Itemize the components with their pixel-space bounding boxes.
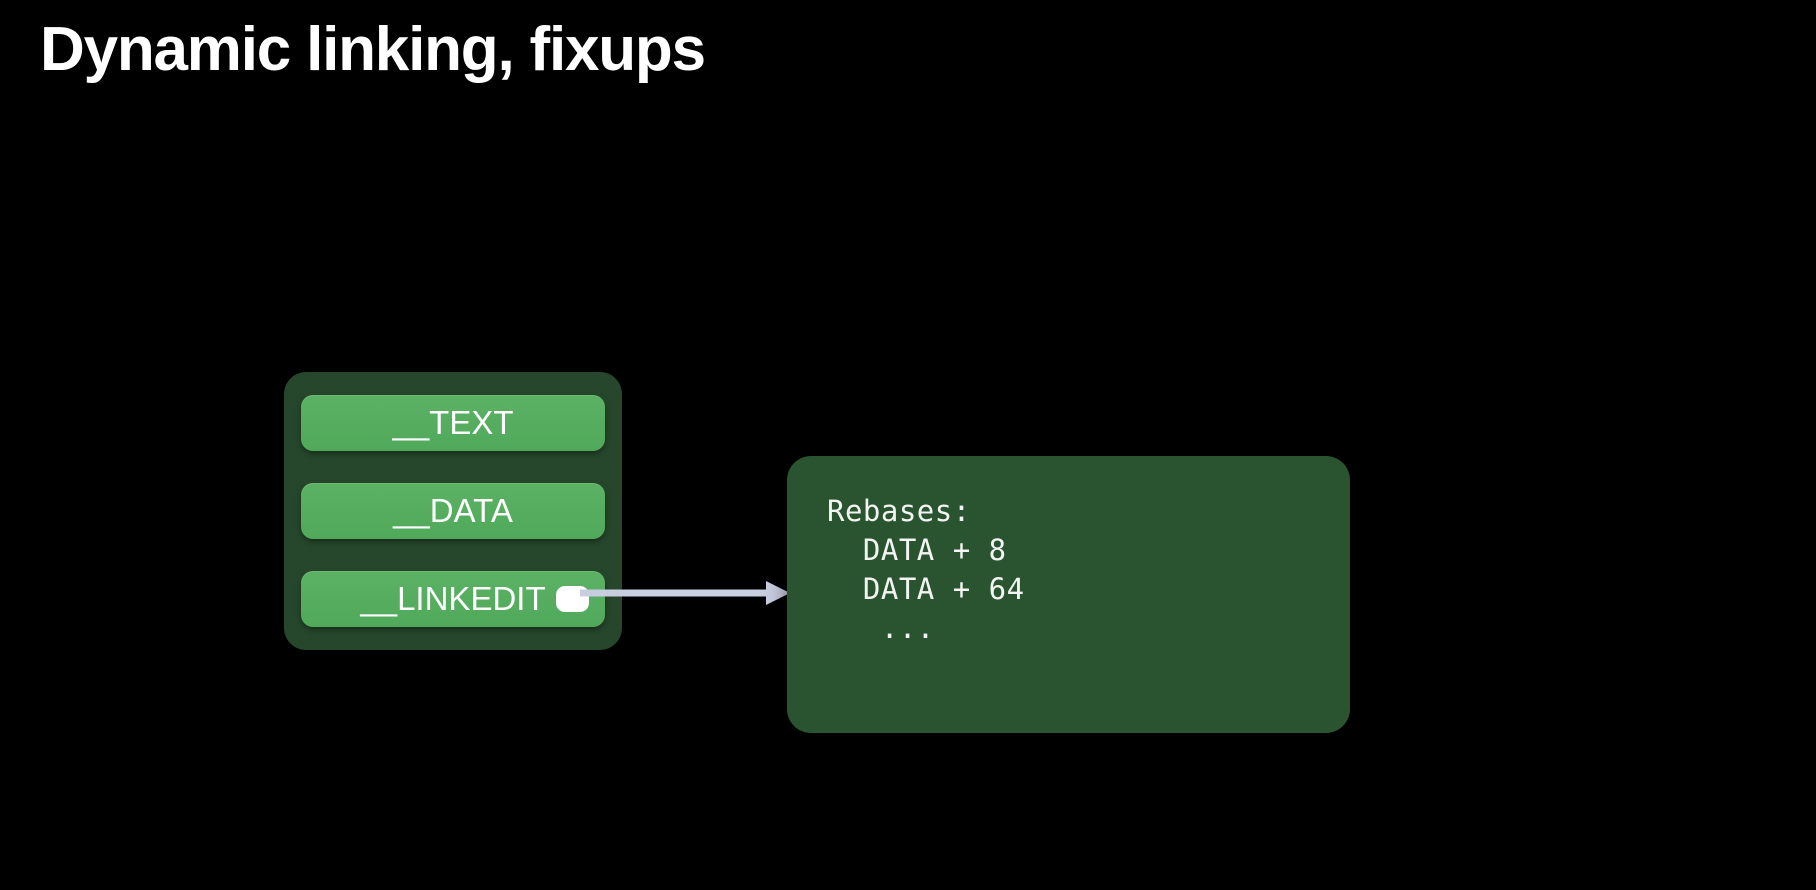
rebases-code-text: Rebases: DATA + 8 DATA + 64 ... [827, 494, 1025, 645]
segment-item-linkedit[interactable]: __LINKEDIT [301, 571, 605, 627]
segment-item-data[interactable]: __DATA [301, 483, 605, 539]
rebases-panel: Rebases: DATA + 8 DATA + 64 ... [787, 456, 1350, 733]
segment-label-data: __DATA [393, 492, 513, 529]
page-title: Dynamic linking, fixups [40, 15, 706, 84]
segment-label-text: __TEXT [392, 404, 514, 441]
linkedit-fixups-badge-icon [556, 586, 589, 612]
segment-item-text[interactable]: __TEXT [301, 395, 605, 451]
segment-label-linkedit: __LINKEDIT [360, 580, 546, 617]
segments-list: __TEXT __DATA __LINKEDIT [284, 372, 622, 650]
mach-o-segments-container: __TEXT __DATA __LINKEDIT [284, 372, 622, 650]
